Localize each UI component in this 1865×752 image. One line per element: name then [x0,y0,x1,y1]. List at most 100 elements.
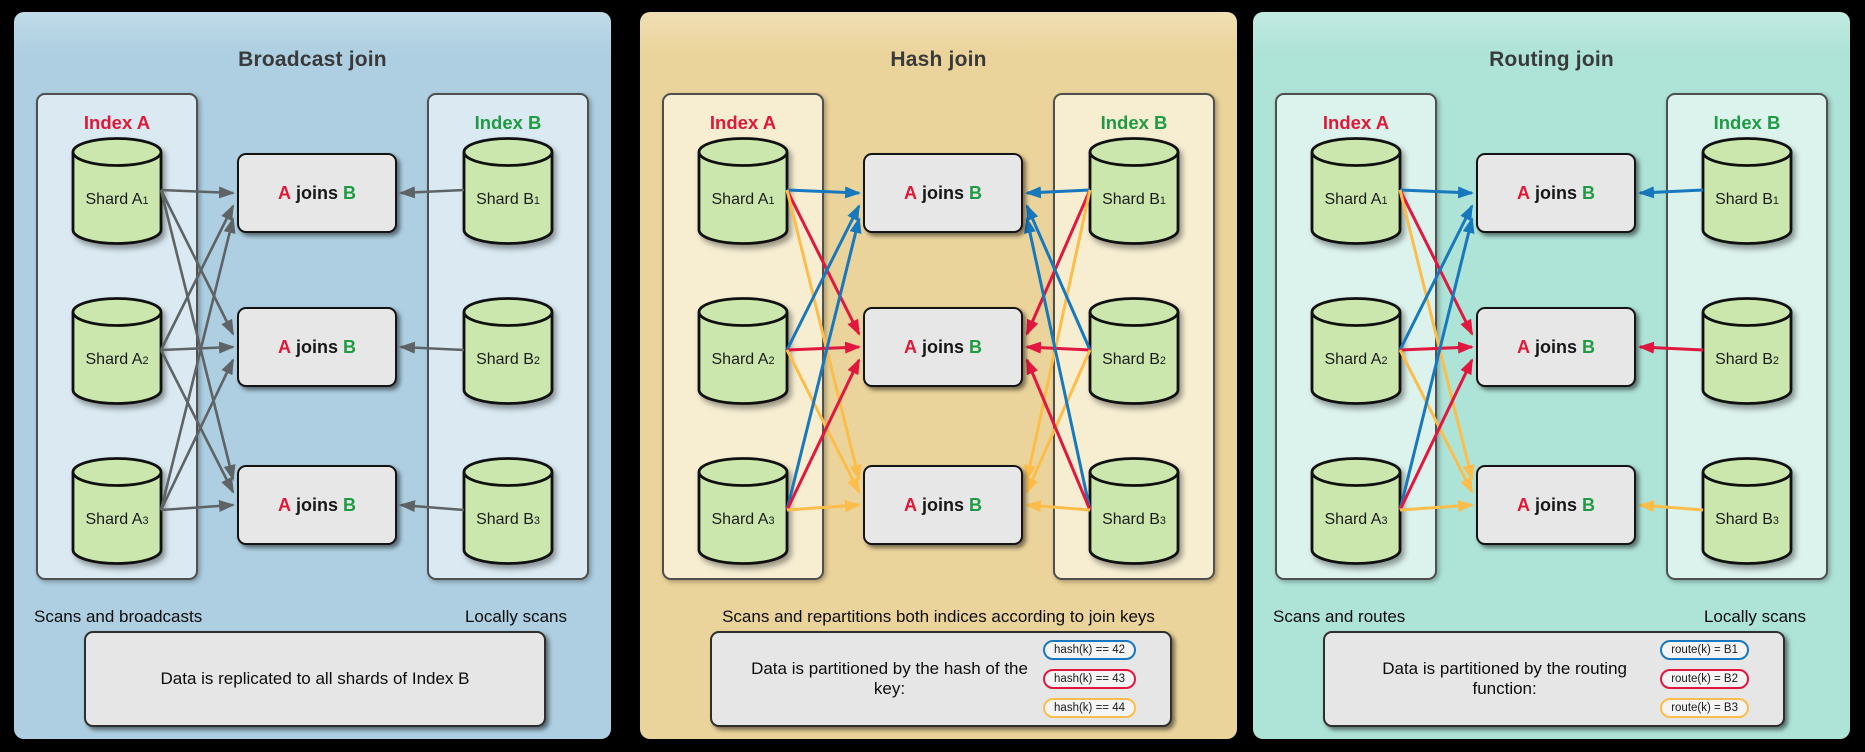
database-cylinder-icon [1701,137,1793,245]
database-cylinder-icon [1088,297,1180,405]
index-a-box: Index A Shard A1 Shard A2 Shard A3 [662,93,824,580]
shard-b1: Shard B1 [1700,135,1794,247]
database-cylinder-icon [1088,137,1180,245]
shard-label: Shard A1 [1324,191,1388,208]
shard-b1: Shard B1 [461,135,555,247]
shard-label: Shard A3 [711,511,775,528]
shard-b2: Shard B2 [1700,295,1794,407]
hash-key-badge-2: hash(k) == 43 [1043,669,1136,689]
shard-label: Shard A3 [1324,511,1388,528]
shard-b3: Shard B3 [1700,455,1794,567]
database-cylinder-icon [71,457,163,565]
badge-column: hash(k) == 42 hash(k) == 43 hash(k) == 4… [1043,640,1136,718]
shard-label: Shard A2 [711,351,775,368]
database-cylinder-icon [462,297,554,405]
index-b-box: Index B Shard B1 Shard B2 Shard B3 [1053,93,1215,580]
panel-title: Broadcast join [238,48,387,71]
shard-label: Shard B1 [1715,191,1779,208]
shard-a3: Shard A3 [70,455,164,567]
shard-label: Shard A3 [85,511,149,528]
note-box: Data is partitioned by the routing funct… [1323,631,1785,727]
panel-title: Hash join [890,48,987,71]
shard-a1: Shard A1 [696,135,790,247]
panel-routing-join: Routing join Index A Shard A1 Shard A2 S… [1253,12,1850,739]
index-a-box: Index A Shard A1 Shard A2 Shard A3 [1275,93,1437,580]
shard-label: Shard B3 [476,511,540,528]
shard-label: Shard B1 [476,191,540,208]
shard-b3: Shard B3 [1087,455,1181,567]
database-cylinder-icon [697,297,789,405]
shard-label: Shard A2 [1324,351,1388,368]
hash-key-badge-1: hash(k) == 42 [1043,640,1136,660]
shard-b1: Shard B1 [1087,135,1181,247]
index-a-label: Index A [709,112,777,133]
note-text: Data is partitioned by the routing funct… [1382,659,1627,698]
caption-right: Locally scans [464,607,567,626]
badge-column: route(k) = B1 route(k) = B2 route(k) = B… [1660,640,1749,718]
route-key-badge-1: route(k) = B1 [1660,640,1749,660]
shard-a3: Shard A3 [696,455,790,567]
database-cylinder-icon [697,137,789,245]
database-cylinder-icon [1310,137,1402,245]
caption-left: Scans and routes [1273,607,1406,626]
database-cylinder-icon [71,297,163,405]
database-cylinder-icon [462,137,554,245]
shard-b2: Shard B2 [1087,295,1181,407]
shard-label: Shard B3 [1715,511,1779,528]
note-text: Data is replicated to all shards of Inde… [160,669,470,688]
shard-label: Shard B2 [476,351,540,368]
shard-label: Shard B3 [1102,511,1166,528]
shard-label: Shard B2 [1715,351,1779,368]
database-cylinder-icon [1088,457,1180,565]
database-cylinder-icon [1310,297,1402,405]
note-box: Data is partitioned by the hash of the k… [710,631,1172,727]
database-cylinder-icon [462,457,554,565]
database-cylinder-icon [1310,457,1402,565]
shard-a2: Shard A2 [70,295,164,407]
shard-label: Shard A1 [85,191,149,208]
index-a-label: Index A [83,112,151,133]
shard-a3: Shard A3 [1309,455,1403,567]
route-key-badge-3: route(k) = B3 [1660,698,1749,718]
index-a-label: Index A [1322,112,1390,133]
index-a-box: Index A Shard A1 Shard A2 Shard A3 [36,93,198,580]
shard-a2: Shard A2 [1309,295,1403,407]
index-b-label: Index B [1100,112,1168,133]
caption-center: Scans and repartitions both indices acco… [722,607,1155,626]
database-cylinder-icon [71,137,163,245]
shard-label: Shard B1 [1102,191,1166,208]
shard-b3: Shard B3 [461,455,555,567]
shard-a1: Shard A1 [1309,135,1403,247]
shard-a2: Shard A2 [696,295,790,407]
panel-hash-join: Hash join Index A Shard A1 Shard A2 Shar… [640,12,1237,739]
index-b-box: Index B Shard B1 Shard B2 Shard B3 [1666,93,1828,580]
shard-a1: Shard A1 [70,135,164,247]
index-b-box: Index B Shard B1 Shard B2 Shard B3 [427,93,589,580]
route-key-badge-2: route(k) = B2 [1660,669,1749,689]
shard-label: Shard A2 [85,351,149,368]
note-text: Data is partitioned by the hash of the k… [751,659,1028,698]
database-cylinder-icon [1701,297,1793,405]
panel-title: Routing join [1489,48,1614,71]
hash-key-badge-3: hash(k) == 44 [1043,698,1136,718]
caption-right: Locally scans [1703,607,1806,626]
index-b-label: Index B [474,112,542,133]
database-cylinder-icon [697,457,789,565]
panel-broadcast-join: Broadcast join Index A Shard A1 Shard A2… [14,12,611,739]
shard-b2: Shard B2 [461,295,555,407]
note-box: Data is replicated to all shards of Inde… [84,631,546,727]
index-b-label: Index B [1713,112,1781,133]
shard-label: Shard B2 [1102,351,1166,368]
caption-left: Scans and broadcasts [34,607,203,626]
shard-label: Shard A1 [711,191,775,208]
